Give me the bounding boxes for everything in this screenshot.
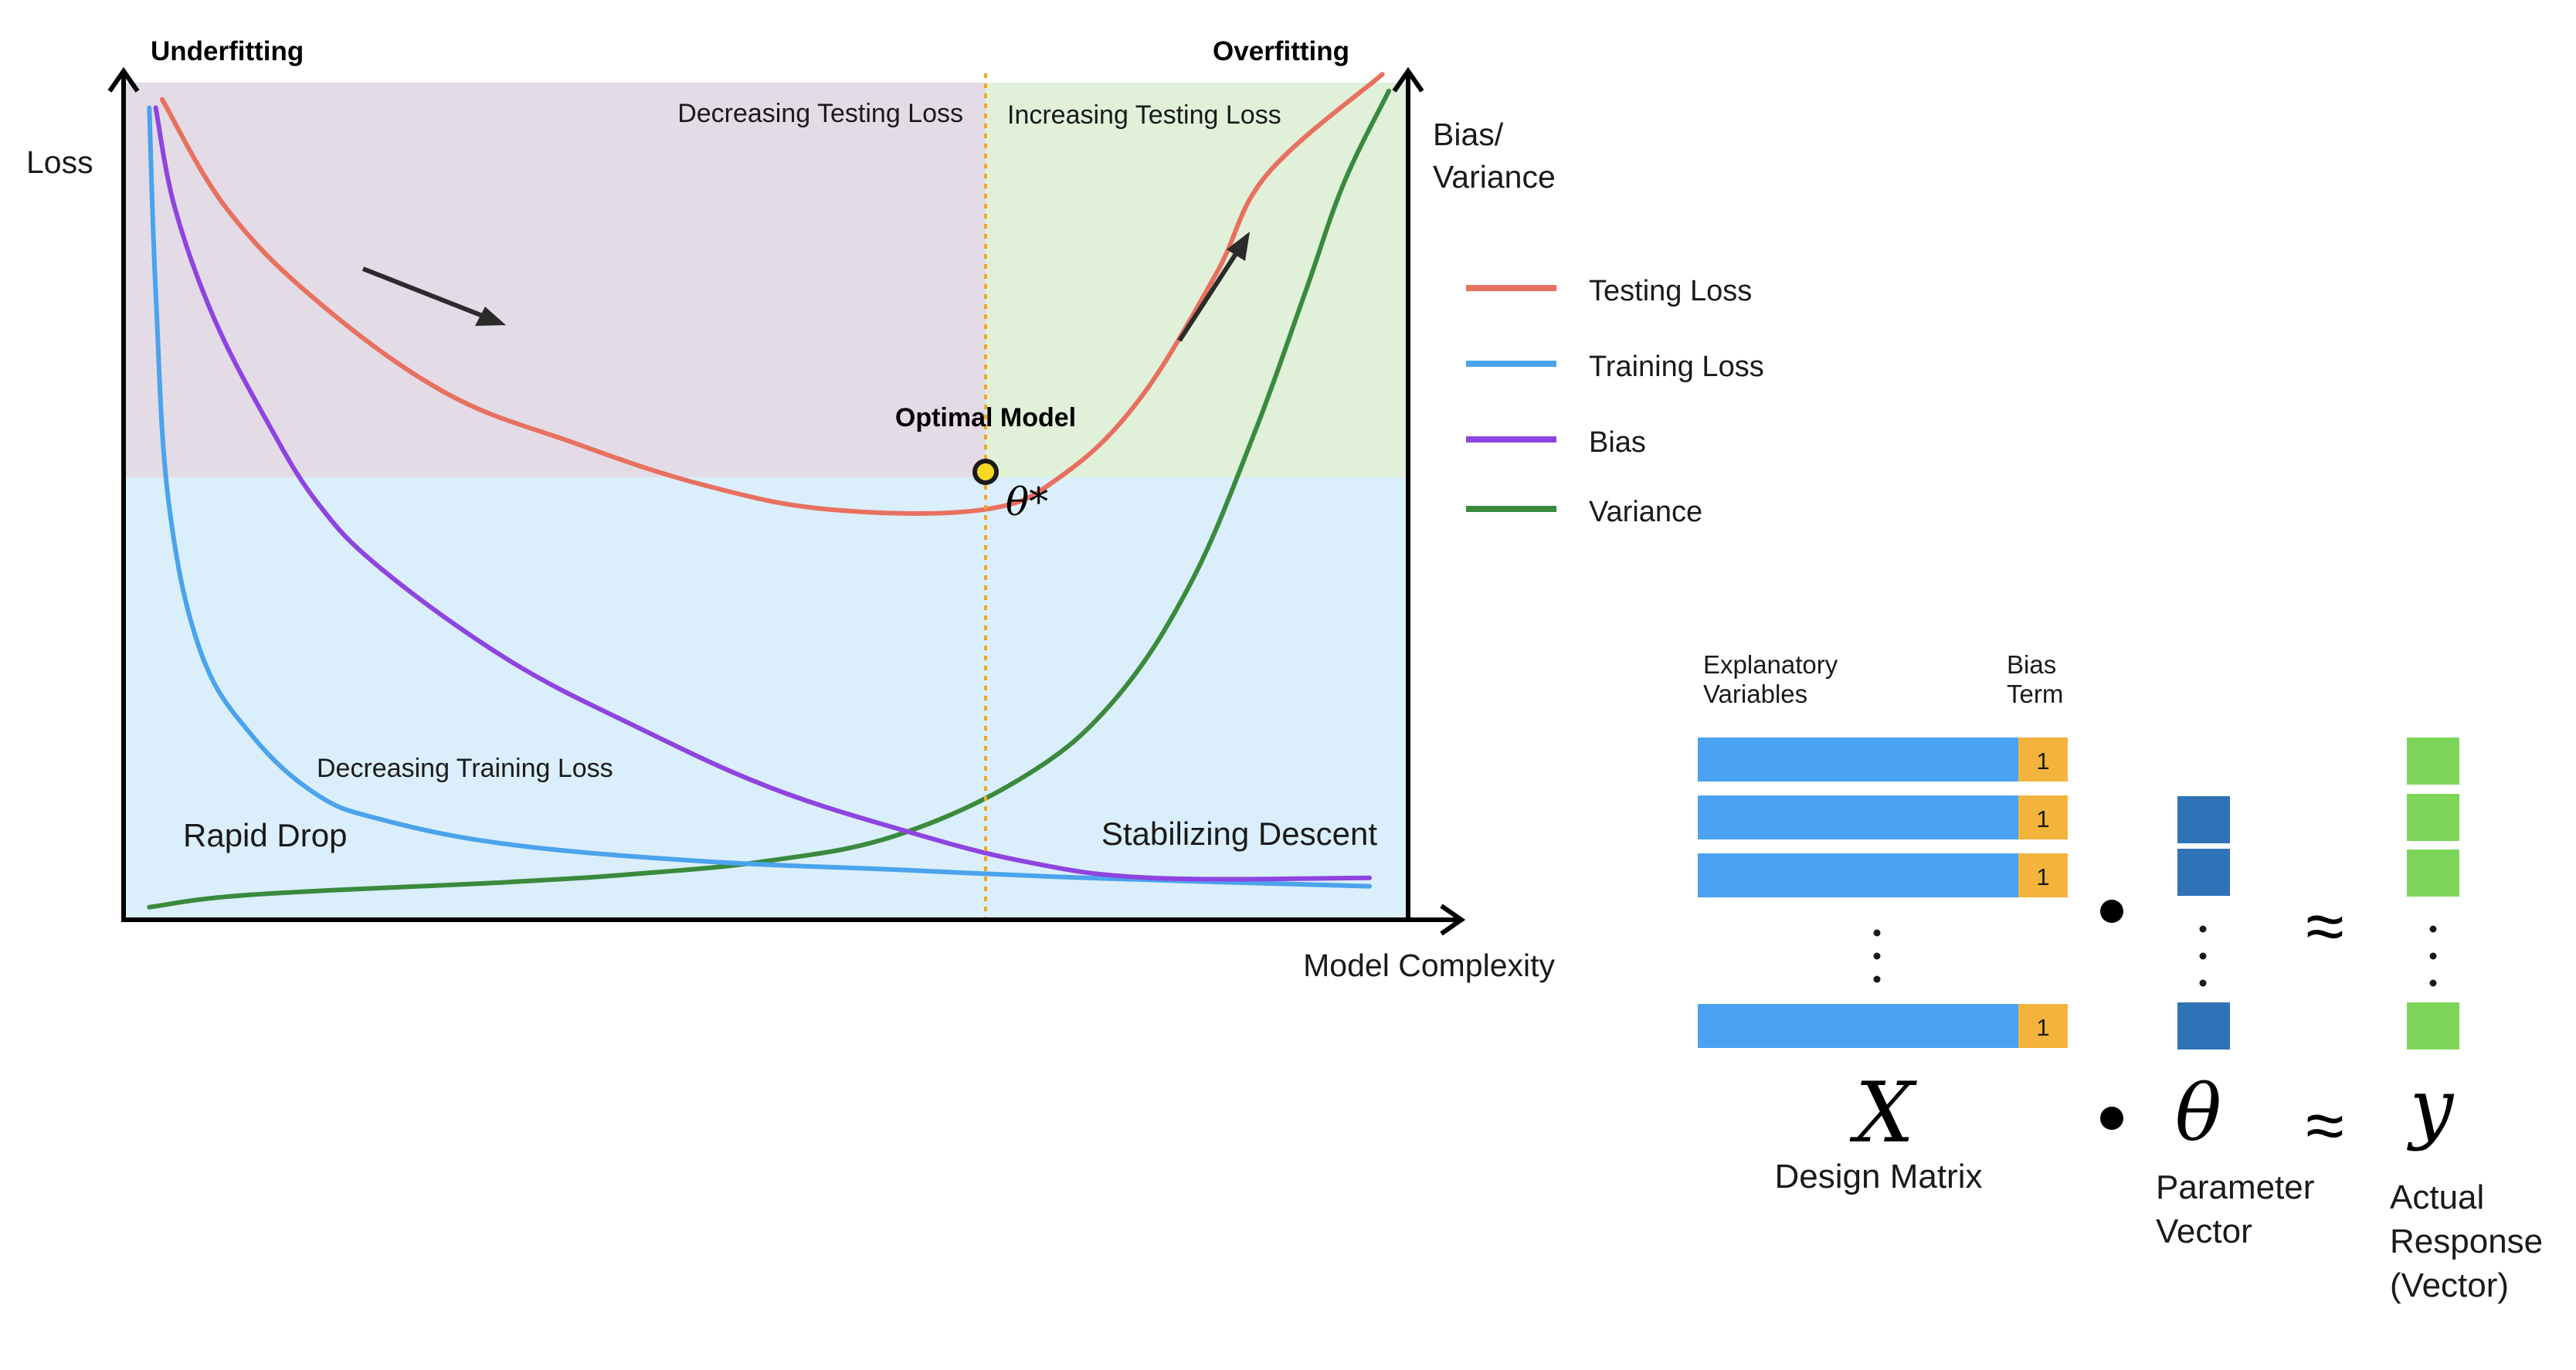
parameter-vector-caption-line2: Vector bbox=[2156, 1212, 2252, 1250]
up-arrow-head bbox=[1227, 232, 1250, 261]
legend-label: Training Loss bbox=[1589, 351, 1764, 383]
explanatory-variables-header-line1: Explanatory bbox=[1703, 650, 1838, 679]
dot-operator-symbol-row bbox=[2100, 1107, 2123, 1130]
x-axis-arrow bbox=[1440, 904, 1466, 936]
parameter-vector-symbol: θ bbox=[2175, 1068, 2221, 1158]
underfitting-region bbox=[124, 83, 986, 477]
y-axis-arrow bbox=[107, 66, 140, 93]
approx-operator-symbol-row: ≈ bbox=[2306, 1087, 2344, 1165]
response-symbol: y bbox=[2407, 1062, 2455, 1152]
bias-cell bbox=[2018, 795, 2068, 839]
bias-cell bbox=[2018, 1004, 2068, 1048]
matrix-row-bar bbox=[1698, 1004, 2018, 1048]
matrix-row: 1 bbox=[1698, 853, 2068, 897]
param-cell bbox=[2177, 849, 2230, 896]
legend-item-variance: Variance bbox=[1466, 496, 1702, 528]
matrix-row-bar bbox=[1698, 795, 2018, 839]
decreasing-training-loss-label: Decreasing Training Loss bbox=[317, 754, 613, 783]
legend-label: Testing Loss bbox=[1589, 275, 1752, 307]
optimal-model-label: Optimal Model bbox=[895, 403, 1076, 432]
testing-loss-curve bbox=[159, 72, 1385, 516]
bias-cell-value: 1 bbox=[2036, 1014, 2049, 1041]
param-cell bbox=[2177, 1002, 2230, 1050]
dot bbox=[1873, 975, 1881, 983]
bias-term-header-line2: Term bbox=[2007, 680, 2063, 708]
param-cell bbox=[2177, 796, 2230, 843]
theta-star-label: θ* bbox=[1006, 480, 1048, 524]
dot bbox=[2429, 952, 2437, 960]
dot bbox=[1873, 929, 1881, 937]
dot bbox=[2199, 952, 2207, 960]
bias-cell-value: 1 bbox=[2036, 805, 2049, 833]
legend-item-training-loss: Training Loss bbox=[1466, 351, 1764, 383]
x-axis-label: Model Complexity bbox=[1303, 948, 1555, 983]
rapid-drop-label: Rapid Drop bbox=[183, 817, 347, 853]
response-vector bbox=[2407, 738, 2459, 1050]
parameter-vector bbox=[2177, 796, 2230, 1050]
overfitting-label: Overfitting bbox=[1213, 36, 1349, 66]
underfitting-label: Underfitting bbox=[151, 36, 304, 66]
actual-response-caption-line2: Response bbox=[2390, 1222, 2543, 1260]
equation-diagram: Explanatory Variables Bias Term 1 1 1 bbox=[1698, 650, 2543, 1304]
bias-cell bbox=[2018, 738, 2068, 782]
matrix-row: 1 bbox=[1698, 738, 2068, 782]
design-matrix: 1 1 1 1 bbox=[1698, 738, 2068, 1048]
response-cell bbox=[2407, 849, 2459, 897]
curves bbox=[147, 72, 1392, 910]
response-cell bbox=[2407, 1002, 2459, 1050]
actual-response-caption-line3: (Vector) bbox=[2390, 1267, 2509, 1304]
y2-axis-label-line2: Variance bbox=[1433, 159, 1556, 195]
matrix-row: 1 bbox=[1698, 1004, 2068, 1048]
bias-cell-value: 1 bbox=[2036, 863, 2049, 890]
response-cell bbox=[2407, 738, 2459, 785]
y2-axis-label-line1: Bias/ bbox=[1433, 117, 1504, 152]
dot bbox=[2199, 925, 2207, 933]
axes bbox=[107, 66, 1466, 936]
variance-curve bbox=[147, 88, 1392, 910]
legend-label: Bias bbox=[1589, 426, 1646, 459]
matrix-vdots bbox=[1873, 929, 1881, 983]
response-cell bbox=[2407, 794, 2459, 841]
dot-operator bbox=[2100, 900, 2123, 923]
bias-cell-value: 1 bbox=[2036, 748, 2049, 775]
legend-item-testing-loss: Testing Loss bbox=[1466, 275, 1752, 307]
direction-arrows bbox=[361, 232, 1250, 342]
legend-item-bias: Bias bbox=[1466, 426, 1646, 459]
matrix-row-bar bbox=[1698, 853, 2018, 897]
actual-response-caption-line1: Actual bbox=[2390, 1178, 2484, 1216]
decreasing-testing-loss-label: Decreasing Testing Loss bbox=[677, 99, 963, 128]
training-loss-curve bbox=[147, 105, 1373, 889]
increasing-testing-loss-label: Increasing Testing Loss bbox=[1007, 100, 1281, 130]
up-arrow-line bbox=[1177, 246, 1242, 342]
dot bbox=[2429, 925, 2437, 933]
y2-axis-arrow bbox=[1392, 66, 1424, 93]
dot bbox=[2429, 979, 2437, 987]
parameter-vector-caption-line1: Parameter bbox=[2156, 1168, 2314, 1206]
lower-region bbox=[124, 477, 1408, 920]
design-matrix-caption: Design Matrix bbox=[1775, 1158, 1983, 1195]
matrix-row: 1 bbox=[1698, 795, 2068, 839]
bias-cell bbox=[2018, 853, 2068, 897]
dot bbox=[2199, 979, 2207, 987]
y-axis-label: Loss bbox=[26, 144, 93, 180]
approx-operator: ≈ bbox=[2306, 888, 2344, 965]
overfitting-region bbox=[986, 83, 1408, 477]
down-arrow-head bbox=[475, 307, 506, 326]
bias-curve bbox=[153, 105, 1373, 882]
optimal-model-marker bbox=[972, 459, 999, 485]
chart-labels: Underfitting Overfitting Loss Bias/ Vari… bbox=[26, 36, 1556, 983]
dot bbox=[1873, 952, 1881, 960]
chart-background bbox=[124, 83, 1408, 920]
design-matrix-symbol: X bbox=[1850, 1065, 1918, 1161]
legend-label: Variance bbox=[1589, 496, 1702, 528]
legend: Testing Loss Training Loss Bias Variance bbox=[1466, 275, 1764, 528]
down-arrow-line bbox=[361, 266, 492, 321]
matrix-row-bar bbox=[1698, 738, 2018, 782]
bias-term-header-line1: Bias bbox=[2007, 650, 2056, 679]
explanatory-variables-header-line2: Variables bbox=[1703, 680, 1807, 708]
stabilizing-descent-label: Stabilizing Descent bbox=[1101, 816, 1378, 852]
